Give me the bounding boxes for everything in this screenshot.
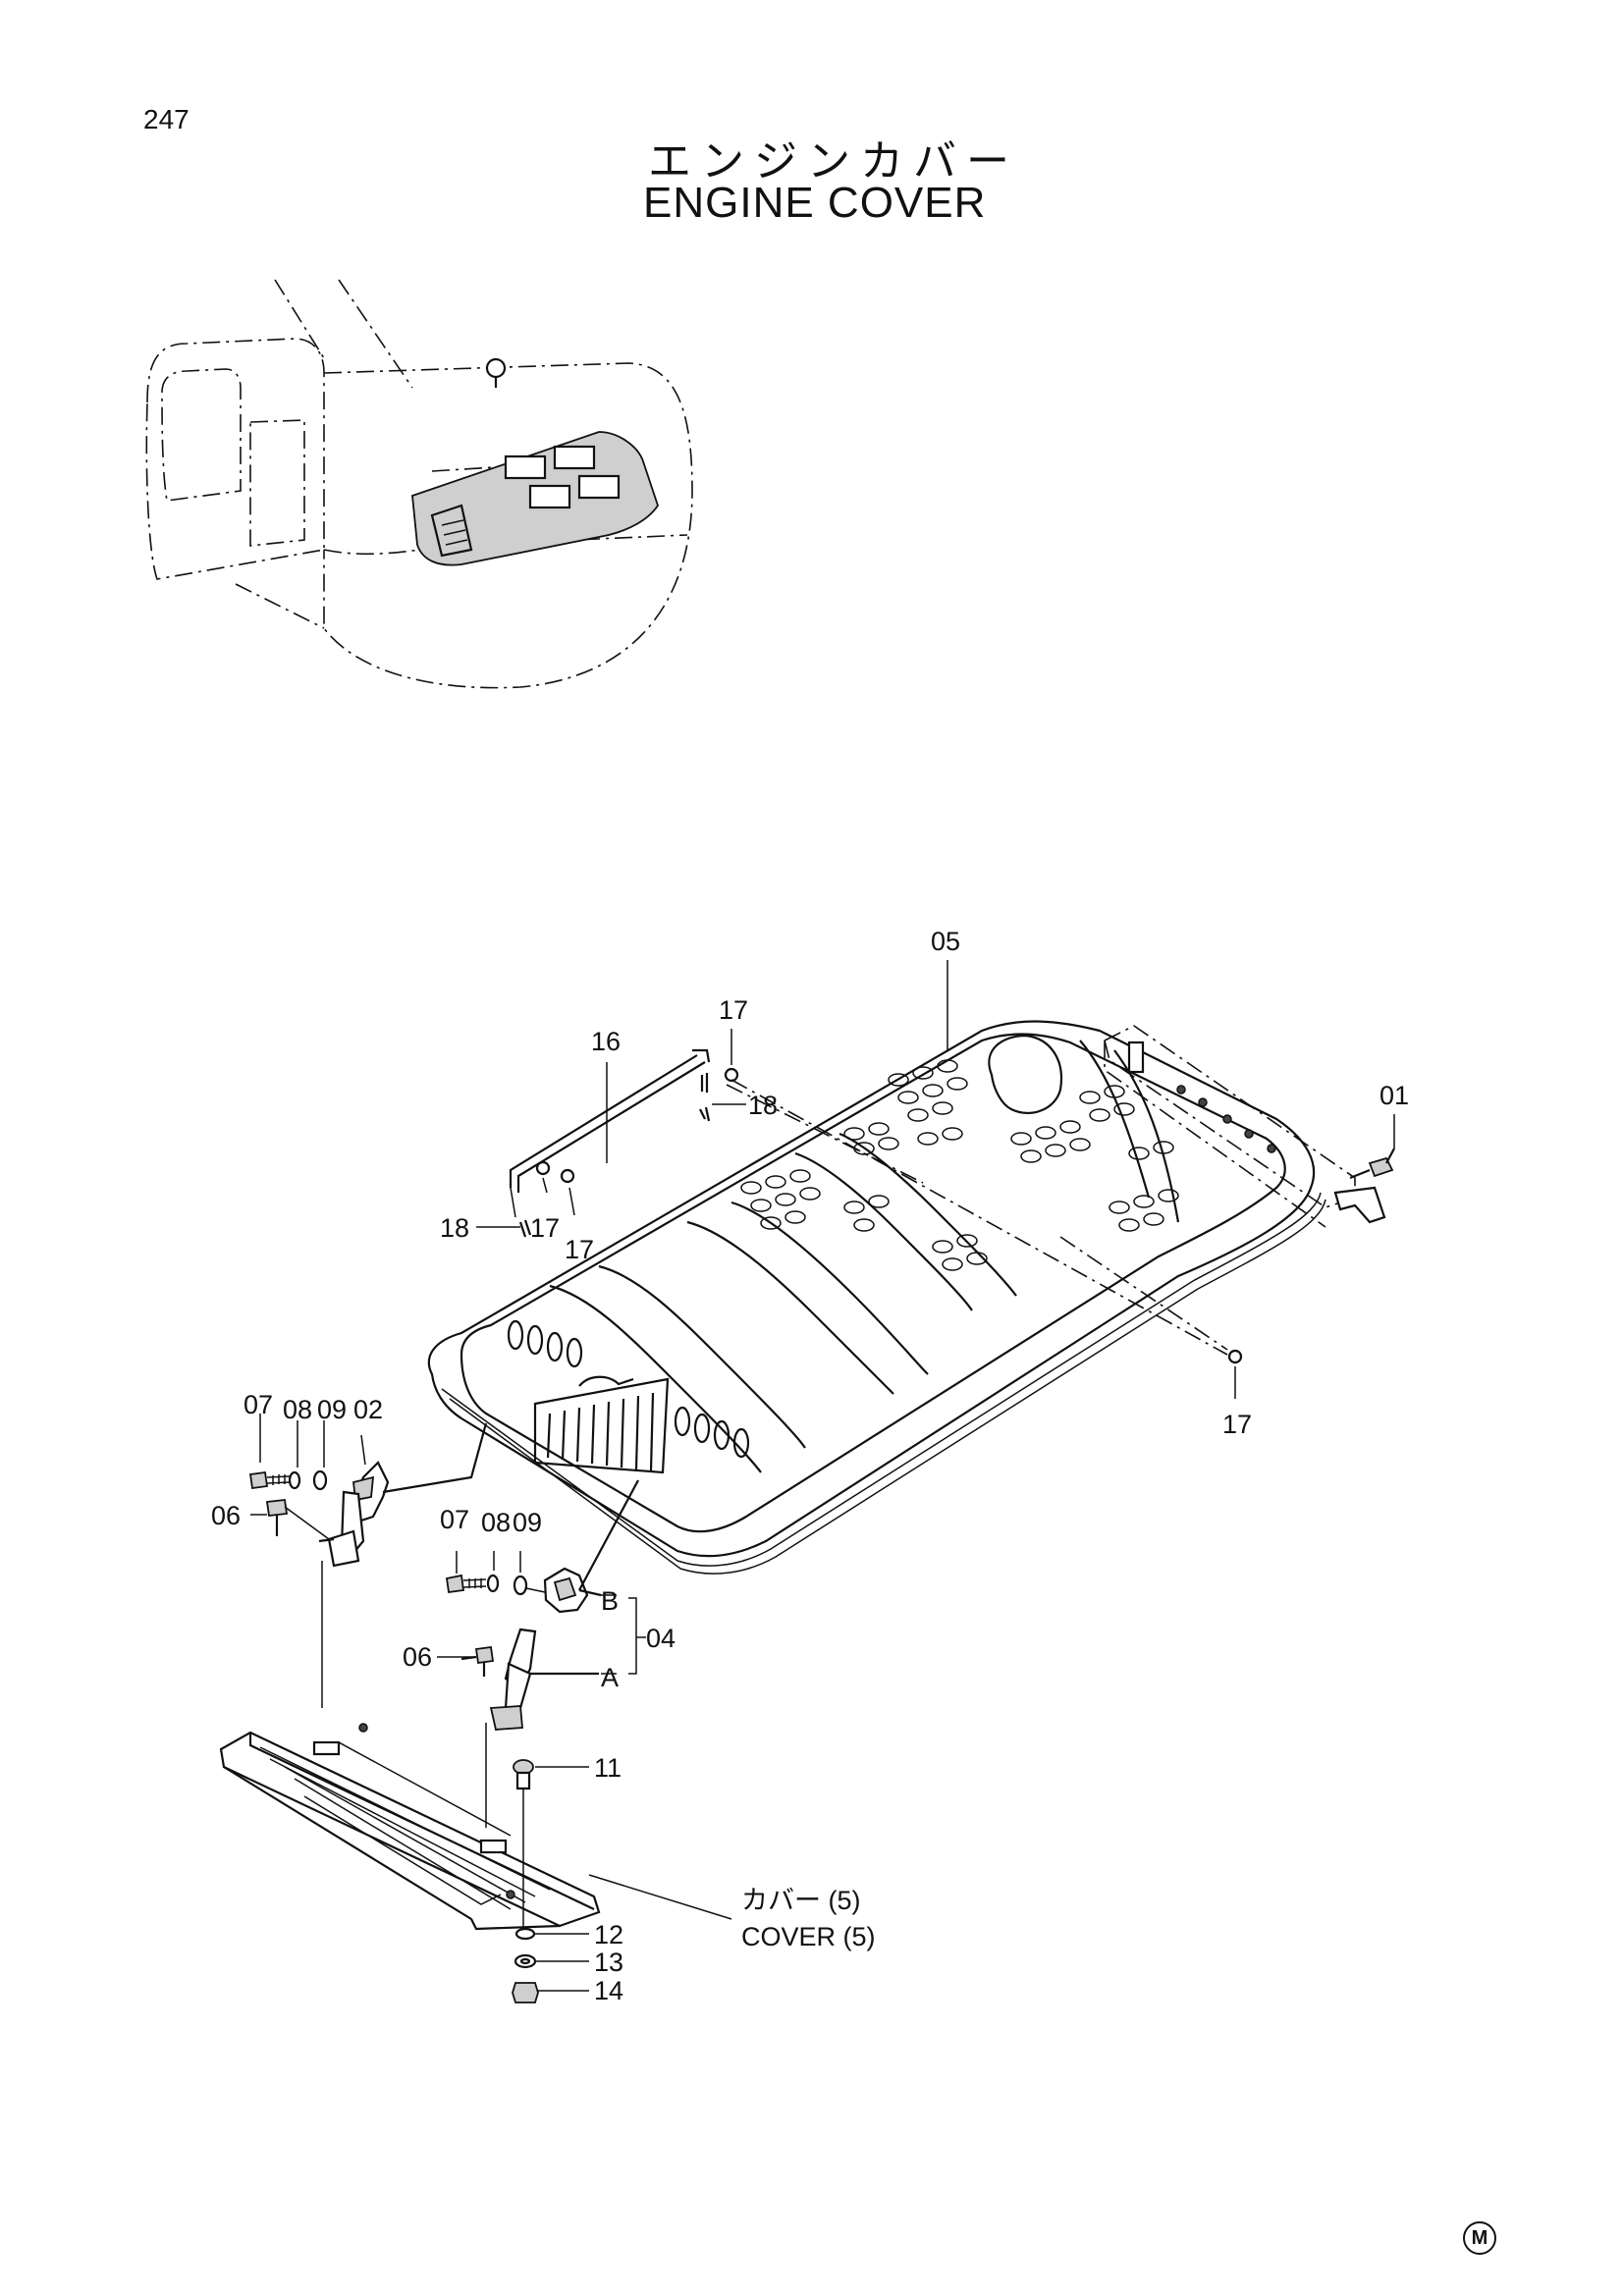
callout-17-right: 17 — [1222, 1410, 1252, 1439]
cover-ref-english: COVER (5) — [741, 1922, 876, 1951]
cover-ref-japanese: カバー (5) — [741, 1886, 861, 1915]
callout-09-center: 09 — [513, 1508, 542, 1537]
callout-labels: 05 01 16 17 18 18 17 17 17 07 08 09 02 0… — [211, 927, 1409, 2005]
m-symbol-mark: M — [1463, 2221, 1496, 2255]
callout-18-left: 18 — [440, 1213, 469, 1243]
callout-13: 13 — [594, 1948, 623, 1977]
callout-A: A — [601, 1663, 619, 1692]
stay-rod-part-16 — [509, 1048, 711, 1218]
bottom-fastener-stack — [512, 1759, 539, 2003]
callout-09-left: 09 — [317, 1395, 347, 1424]
callout-04: 04 — [646, 1624, 676, 1653]
engine-cover-part-05 — [427, 1020, 1326, 1575]
callout-05: 05 — [931, 927, 960, 956]
callout-11: 11 — [594, 1753, 622, 1783]
callout-17-left-lower: 17 — [565, 1235, 594, 1264]
callout-17-top: 17 — [719, 995, 748, 1025]
callout-12: 12 — [594, 1920, 623, 1949]
callout-16: 16 — [591, 1027, 621, 1056]
callout-08-left: 08 — [283, 1395, 312, 1424]
leader-lines — [250, 960, 1395, 1992]
title-japanese: エンジンカバー — [648, 136, 1019, 187]
lower-cover-plate — [219, 1723, 601, 1931]
callout-B: B — [601, 1586, 619, 1616]
callout-06-center: 06 — [403, 1642, 432, 1672]
callout-08-center: 08 — [481, 1508, 511, 1537]
callout-07-center: 07 — [440, 1505, 469, 1534]
latch-part-04 — [485, 1479, 639, 1828]
callout-14: 14 — [594, 1976, 623, 2005]
callout-06-left: 06 — [211, 1501, 241, 1530]
left-fastener-group — [248, 1469, 330, 1540]
callout-17-left: 17 — [530, 1213, 560, 1243]
pins-and-washers — [518, 1067, 1243, 1364]
page-number: 247 — [143, 104, 189, 134]
bracket-part-01 — [1104, 1025, 1395, 1228]
callout-07-left: 07 — [243, 1390, 273, 1419]
latch-part-02 — [318, 1422, 488, 1708]
callout-02: 02 — [353, 1395, 383, 1424]
callout-01: 01 — [1380, 1081, 1409, 1110]
machine-overview-sketch — [145, 279, 693, 689]
center-fastener-group — [445, 1574, 546, 1677]
title-english: ENGINE COVER — [643, 179, 987, 227]
callout-18-top: 18 — [748, 1091, 778, 1120]
